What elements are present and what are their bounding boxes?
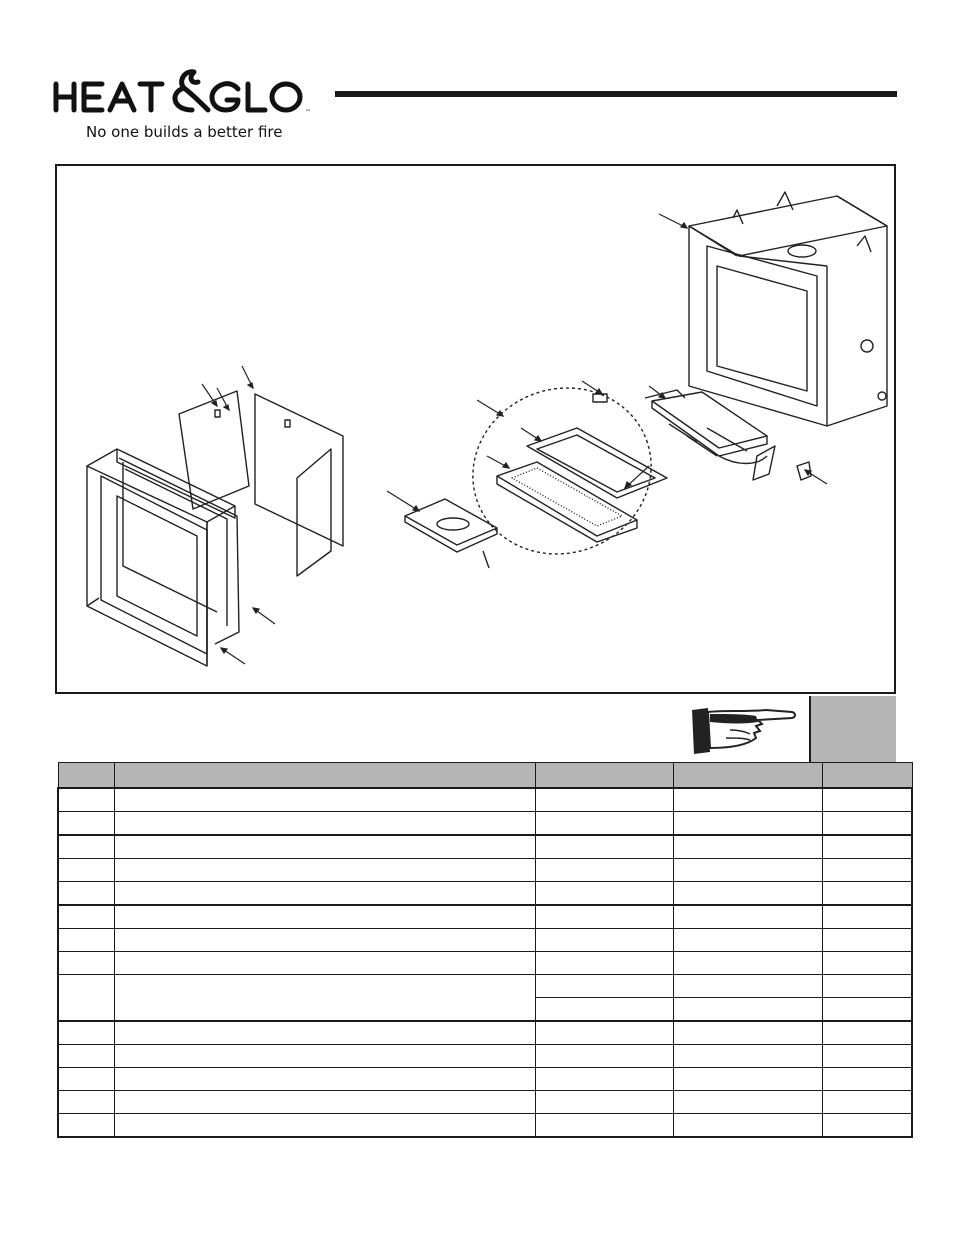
table-row bbox=[58, 997, 913, 1022]
tagline: No one builds a better fire bbox=[86, 123, 283, 141]
column-header-4 bbox=[672, 762, 823, 789]
valve-assembly-drawing bbox=[592, 389, 812, 481]
heat-glo-logo: ™ bbox=[53, 69, 311, 116]
burner-pan-drawing bbox=[404, 498, 498, 569]
column-header-description bbox=[113, 762, 536, 789]
pointing-hand-icon bbox=[692, 708, 796, 754]
table-row bbox=[57, 1090, 913, 1114]
table-row bbox=[57, 788, 913, 812]
firebox-drawing bbox=[688, 191, 888, 427]
table-row bbox=[57, 1113, 913, 1138]
refractory-panels-drawing bbox=[178, 390, 344, 577]
column-header-item bbox=[57, 762, 115, 789]
header-rule bbox=[335, 91, 897, 97]
table-row bbox=[57, 1067, 913, 1091]
table-row bbox=[57, 811, 913, 836]
table-row bbox=[57, 835, 913, 859]
exploded-parts-diagram bbox=[55, 164, 896, 694]
table-row bbox=[57, 881, 913, 906]
table-row bbox=[57, 974, 913, 1022]
table-row bbox=[57, 951, 913, 975]
svg-text:™: ™ bbox=[305, 109, 311, 116]
parts-list-table bbox=[57, 762, 913, 1138]
burner-tray-drawing bbox=[496, 427, 668, 543]
table-row bbox=[57, 858, 913, 882]
table-row bbox=[57, 928, 913, 952]
front-frame-drawing bbox=[86, 448, 240, 667]
column-header-5 bbox=[821, 762, 913, 789]
table-row bbox=[57, 1044, 913, 1068]
table-row bbox=[57, 1021, 913, 1045]
column-header-3 bbox=[534, 762, 674, 789]
table-row bbox=[57, 905, 913, 929]
